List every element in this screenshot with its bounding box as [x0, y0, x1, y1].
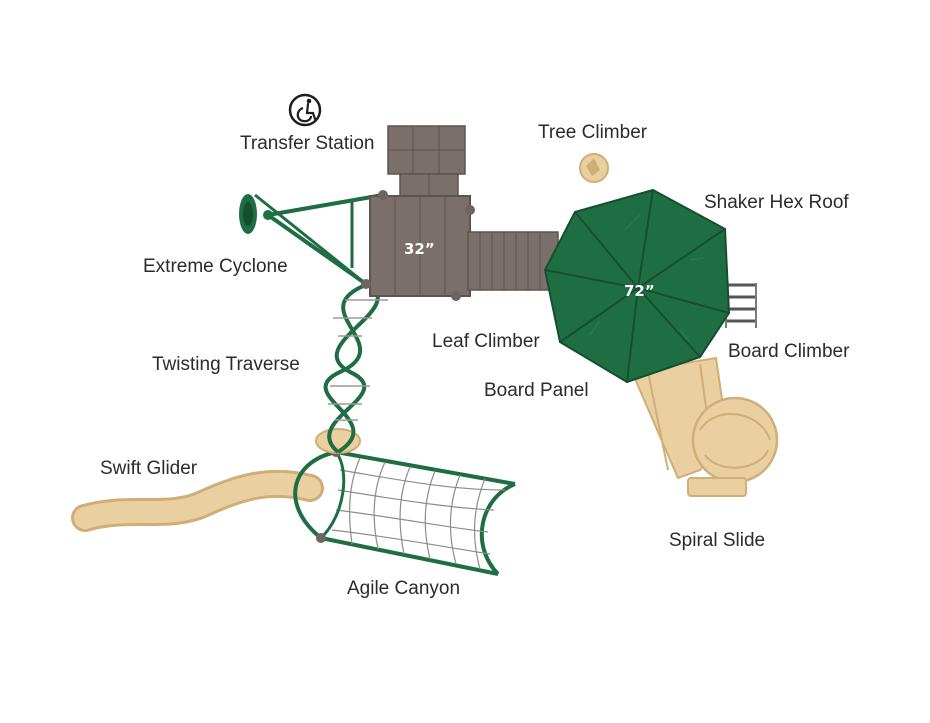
traverse-rock-step — [315, 428, 361, 454]
label-spiral-slide: Spiral Slide — [669, 530, 766, 551]
agile-canyon-net — [320, 450, 516, 576]
shaker-hex-roof — [543, 188, 731, 384]
label-shaker-hex-roof: Shaker Hex Roof — [704, 192, 849, 213]
label-extreme-cyclone: Extreme Cyclone — [143, 256, 288, 277]
tree-climber-disc — [579, 153, 609, 183]
board-climber-ladder — [725, 283, 757, 328]
deck-height-72: 72” — [624, 282, 655, 300]
label-board-climber: Board Climber — [728, 341, 850, 362]
label-swift-glider: Swift Glider — [100, 458, 198, 479]
extreme-cyclone-spinner — [239, 193, 384, 286]
deck-height-32: 32” — [404, 240, 435, 258]
label-tree-climber: Tree Climber — [538, 122, 648, 143]
twisting-traverse-ladder — [323, 282, 388, 454]
swift-glider-slide — [71, 469, 324, 532]
wheelchair-accessible-icon — [288, 93, 322, 127]
label-board-panel: Board Panel — [484, 380, 589, 401]
label-agile-canyon: Agile Canyon — [347, 578, 461, 599]
label-twisting-traverse: Twisting Traverse — [152, 354, 300, 375]
label-transfer-station: Transfer Station — [240, 133, 375, 154]
deck-32-inch — [361, 190, 475, 301]
board-panel-bridge — [467, 231, 559, 291]
transfer-station-steps — [387, 125, 466, 197]
label-leaf-climber: Leaf Climber — [432, 331, 540, 352]
spiral-slide — [630, 356, 779, 497]
